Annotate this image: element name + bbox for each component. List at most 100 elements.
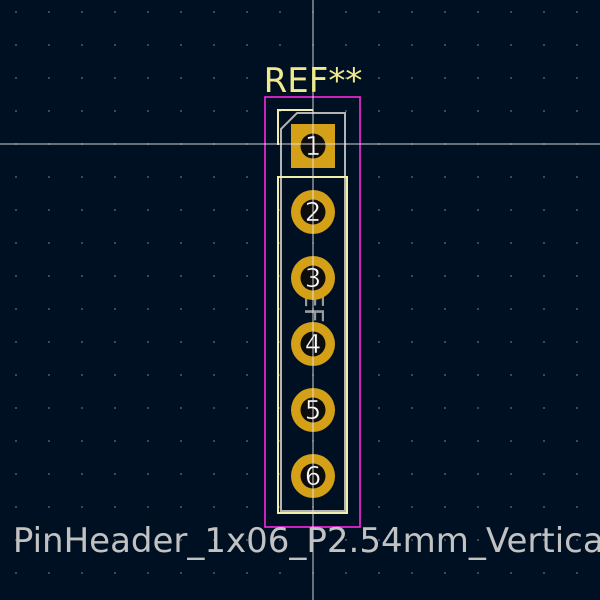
grid-dot [48, 275, 50, 277]
grid-dot [411, 11, 413, 13]
grid-dot [15, 176, 17, 178]
grid-dot [411, 341, 413, 343]
grid-dot [477, 440, 479, 442]
grid-dot [543, 11, 545, 13]
grid-dot [510, 407, 512, 409]
grid-dot [279, 11, 281, 13]
grid-dot [246, 407, 248, 409]
grid-dot [246, 473, 248, 475]
grid-dot [213, 242, 215, 244]
grid-dot [411, 572, 413, 574]
grid-dot [147, 77, 149, 79]
grid-dot [477, 242, 479, 244]
grid-dot [81, 374, 83, 376]
grid-dot [510, 275, 512, 277]
grid-dot [576, 11, 578, 13]
grid-dot [246, 44, 248, 46]
grid-dot [477, 506, 479, 508]
grid-dot [81, 506, 83, 508]
grid-dot [378, 110, 380, 112]
grid-dot [180, 176, 182, 178]
grid-dot [48, 407, 50, 409]
grid-dot [576, 506, 578, 508]
grid-dot [180, 275, 182, 277]
grid-dot [147, 440, 149, 442]
grid-dot [543, 308, 545, 310]
grid-dot [378, 11, 380, 13]
grid-dot [48, 308, 50, 310]
grid-dot [213, 407, 215, 409]
grid-dot [114, 506, 116, 508]
grid-dot [510, 440, 512, 442]
grid-dot [477, 44, 479, 46]
grid-dot [147, 44, 149, 46]
grid-dot [411, 539, 413, 541]
grid-dot [543, 275, 545, 277]
grid-dot [213, 572, 215, 574]
reference-designator[interactable]: REF** [264, 61, 363, 101]
grid-dot [147, 110, 149, 112]
grid-dot [81, 341, 83, 343]
grid-dot [477, 308, 479, 310]
grid-dot [114, 572, 116, 574]
grid-dot [411, 44, 413, 46]
footprint-value[interactable]: PinHeader_1x06_P2.54mm_Vertical [13, 521, 600, 561]
grid-dot [576, 407, 578, 409]
grid-dot [477, 77, 479, 79]
grid-dot [15, 374, 17, 376]
grid-dot [543, 440, 545, 442]
grid-dot [15, 440, 17, 442]
grid-dot [378, 506, 380, 508]
grid-dot [444, 407, 446, 409]
grid-dot [279, 77, 281, 79]
grid-dot [477, 473, 479, 475]
grid-dot [180, 473, 182, 475]
grid-dot [81, 440, 83, 442]
grid-dot [48, 242, 50, 244]
grid-dot [81, 275, 83, 277]
grid-dot [444, 506, 446, 508]
grid-dot [411, 506, 413, 508]
grid-dot [510, 374, 512, 376]
grid-dot [48, 506, 50, 508]
grid-dot [510, 539, 512, 541]
grid-dot [444, 308, 446, 310]
grid-dot [378, 374, 380, 376]
grid-dot [576, 473, 578, 475]
grid-dot [246, 539, 248, 541]
grid-dot [576, 209, 578, 211]
grid-dot [246, 77, 248, 79]
grid-dot [81, 407, 83, 409]
grid-dot [15, 11, 17, 13]
grid-dot [477, 572, 479, 574]
grid-dot [378, 275, 380, 277]
grid-dot [114, 44, 116, 46]
grid-dot [411, 407, 413, 409]
grid-dot [510, 506, 512, 508]
grid-dot [147, 473, 149, 475]
grid-dot [477, 407, 479, 409]
grid-dot [114, 110, 116, 112]
grid-dot [48, 539, 50, 541]
grid-dot [114, 77, 116, 79]
grid-dot [444, 341, 446, 343]
grid-dot [444, 374, 446, 376]
grid-dot [576, 374, 578, 376]
grid-dot [444, 176, 446, 178]
grid-dot [378, 176, 380, 178]
grid-dot [543, 242, 545, 244]
grid-dot [279, 572, 281, 574]
grid-dot [114, 275, 116, 277]
grid-dot [15, 275, 17, 277]
grid-dot [213, 176, 215, 178]
grid-dot [213, 440, 215, 442]
grid-dot [15, 77, 17, 79]
grid-dot [15, 506, 17, 508]
grid-dot [48, 341, 50, 343]
grid-dot [411, 374, 413, 376]
grid-dot [576, 341, 578, 343]
grid-dot [543, 44, 545, 46]
grid-dot [114, 341, 116, 343]
